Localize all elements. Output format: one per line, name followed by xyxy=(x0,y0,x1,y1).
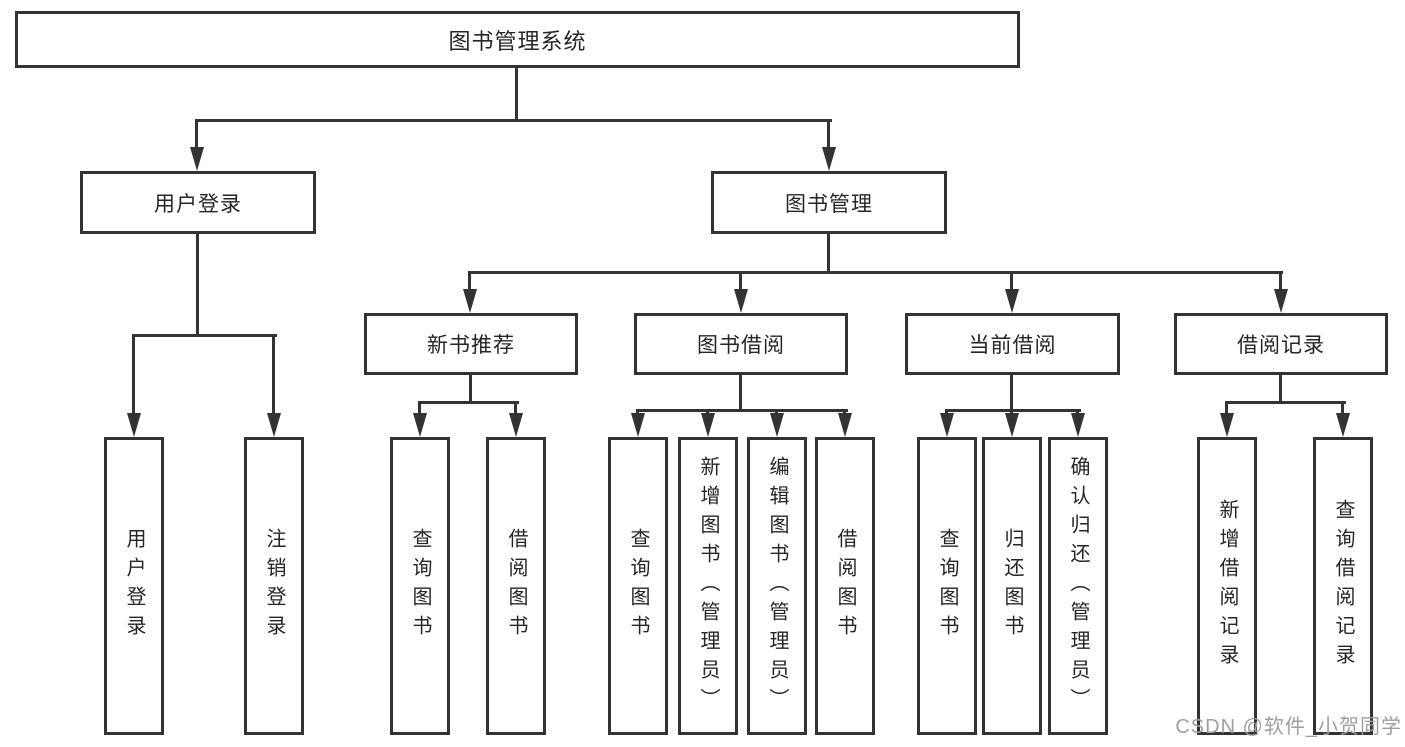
arrowhead-icon xyxy=(1336,413,1350,437)
connector-line xyxy=(132,334,277,337)
node-current-borrow: 当前借阅 xyxy=(905,313,1120,375)
leaf-add-borrow-record: 新增借阅记录 xyxy=(1197,437,1257,735)
arrowhead-icon xyxy=(190,147,204,171)
node-label: 归还图书 xyxy=(1001,528,1023,644)
leaf-logout: 注销登录 xyxy=(244,437,304,735)
node-label: 编辑图书（管理员） xyxy=(766,455,788,717)
connector-line xyxy=(1279,375,1282,404)
leaf-edit-books-admin: 编辑图书（管理员） xyxy=(747,437,807,735)
connector-line xyxy=(1010,375,1013,412)
node-label: 当前借阅 xyxy=(968,334,1057,357)
arrowhead-icon xyxy=(838,413,852,437)
connector-line xyxy=(515,68,518,120)
arrowhead-icon xyxy=(127,413,141,437)
arrowhead-icon xyxy=(1071,413,1085,437)
node-label: 查询图书 xyxy=(627,528,649,644)
arrowhead-icon xyxy=(1005,289,1019,313)
node-label: 图书管理系统 xyxy=(448,28,587,54)
connector-line xyxy=(272,334,275,416)
leaf-confirm-return-admin: 确认归还（管理员） xyxy=(1048,437,1108,735)
connector-line xyxy=(1225,401,1346,404)
arrowhead-icon xyxy=(267,413,281,437)
connector-line xyxy=(739,271,742,295)
connector-line xyxy=(1341,401,1344,415)
node-label: 借阅图书 xyxy=(505,528,527,644)
csdn-watermark: CSDN @软件_小贺同学 xyxy=(1175,716,1402,738)
leaf-user-login: 用户登录 xyxy=(104,437,164,735)
arrowhead-icon xyxy=(822,147,836,171)
connector-line xyxy=(132,334,135,416)
arrowhead-icon xyxy=(701,413,715,437)
leaf-query-books-recommend: 查询图书 xyxy=(390,437,450,735)
connector-line xyxy=(739,375,742,412)
arrowhead-icon xyxy=(1274,289,1288,313)
leaf-borrow-books-recommend: 借阅图书 xyxy=(486,437,546,735)
connector-line xyxy=(468,271,471,295)
node-label: 用户登录 xyxy=(123,528,145,644)
node-label: 借阅记录 xyxy=(1237,334,1325,357)
node-label: 查询图书 xyxy=(409,528,431,644)
node-label: 确认归还（管理员） xyxy=(1067,455,1089,717)
node-user-login-branch: 用户登录 xyxy=(80,171,316,234)
arrowhead-icon xyxy=(631,413,645,437)
connector-line xyxy=(469,375,472,404)
node-label: 新书推荐 xyxy=(427,334,515,357)
node-book-borrow: 图书借阅 xyxy=(634,313,848,375)
node-label: 图书借阅 xyxy=(697,334,785,357)
node-label: 新增图书（管理员） xyxy=(697,455,719,717)
leaf-query-books-borrow: 查询图书 xyxy=(608,437,668,735)
node-book-management-branch: 图书管理 xyxy=(711,171,947,234)
node-borrow-records: 借阅记录 xyxy=(1174,313,1388,375)
connector-line xyxy=(196,234,199,337)
arrowhead-icon xyxy=(940,413,954,437)
connector-line xyxy=(945,409,1081,412)
connector-line xyxy=(1225,401,1228,415)
leaf-return-books: 归还图书 xyxy=(982,437,1042,735)
connector-line xyxy=(418,401,421,415)
node-label: 查询图书 xyxy=(936,528,958,644)
node-root-library-system: 图书管理系统 xyxy=(15,11,1020,68)
connector-line xyxy=(469,271,1283,274)
arrowhead-icon xyxy=(1005,413,1019,437)
connector-line xyxy=(514,401,517,415)
connector-line xyxy=(195,119,198,151)
arrowhead-icon xyxy=(734,289,748,313)
node-label: 新增借阅记录 xyxy=(1216,499,1238,673)
arrowhead-icon xyxy=(413,413,427,437)
connector-line xyxy=(827,119,830,151)
connector-line xyxy=(1279,271,1282,295)
connector-line xyxy=(418,401,519,404)
arrowhead-icon xyxy=(463,289,477,313)
connector-line xyxy=(1010,271,1013,295)
connector-line xyxy=(827,234,830,274)
node-label: 查询借阅记录 xyxy=(1332,499,1354,673)
node-new-book-recommend: 新书推荐 xyxy=(364,313,578,375)
leaf-add-books-admin: 新增图书（管理员） xyxy=(678,437,738,735)
node-label: 图书管理 xyxy=(785,192,873,216)
leaf-borrow-books: 借阅图书 xyxy=(815,437,875,735)
node-label: 借阅图书 xyxy=(834,528,856,644)
arrowhead-icon xyxy=(1220,413,1234,437)
leaf-query-borrow-record: 查询借阅记录 xyxy=(1313,437,1373,735)
node-label: 注销登录 xyxy=(263,528,285,644)
arrowhead-icon xyxy=(770,413,784,437)
arrowhead-icon xyxy=(509,413,523,437)
node-label: 用户登录 xyxy=(154,192,242,216)
connector-line xyxy=(196,119,832,122)
leaf-query-books-current: 查询图书 xyxy=(917,437,977,735)
connector-line xyxy=(636,409,848,412)
